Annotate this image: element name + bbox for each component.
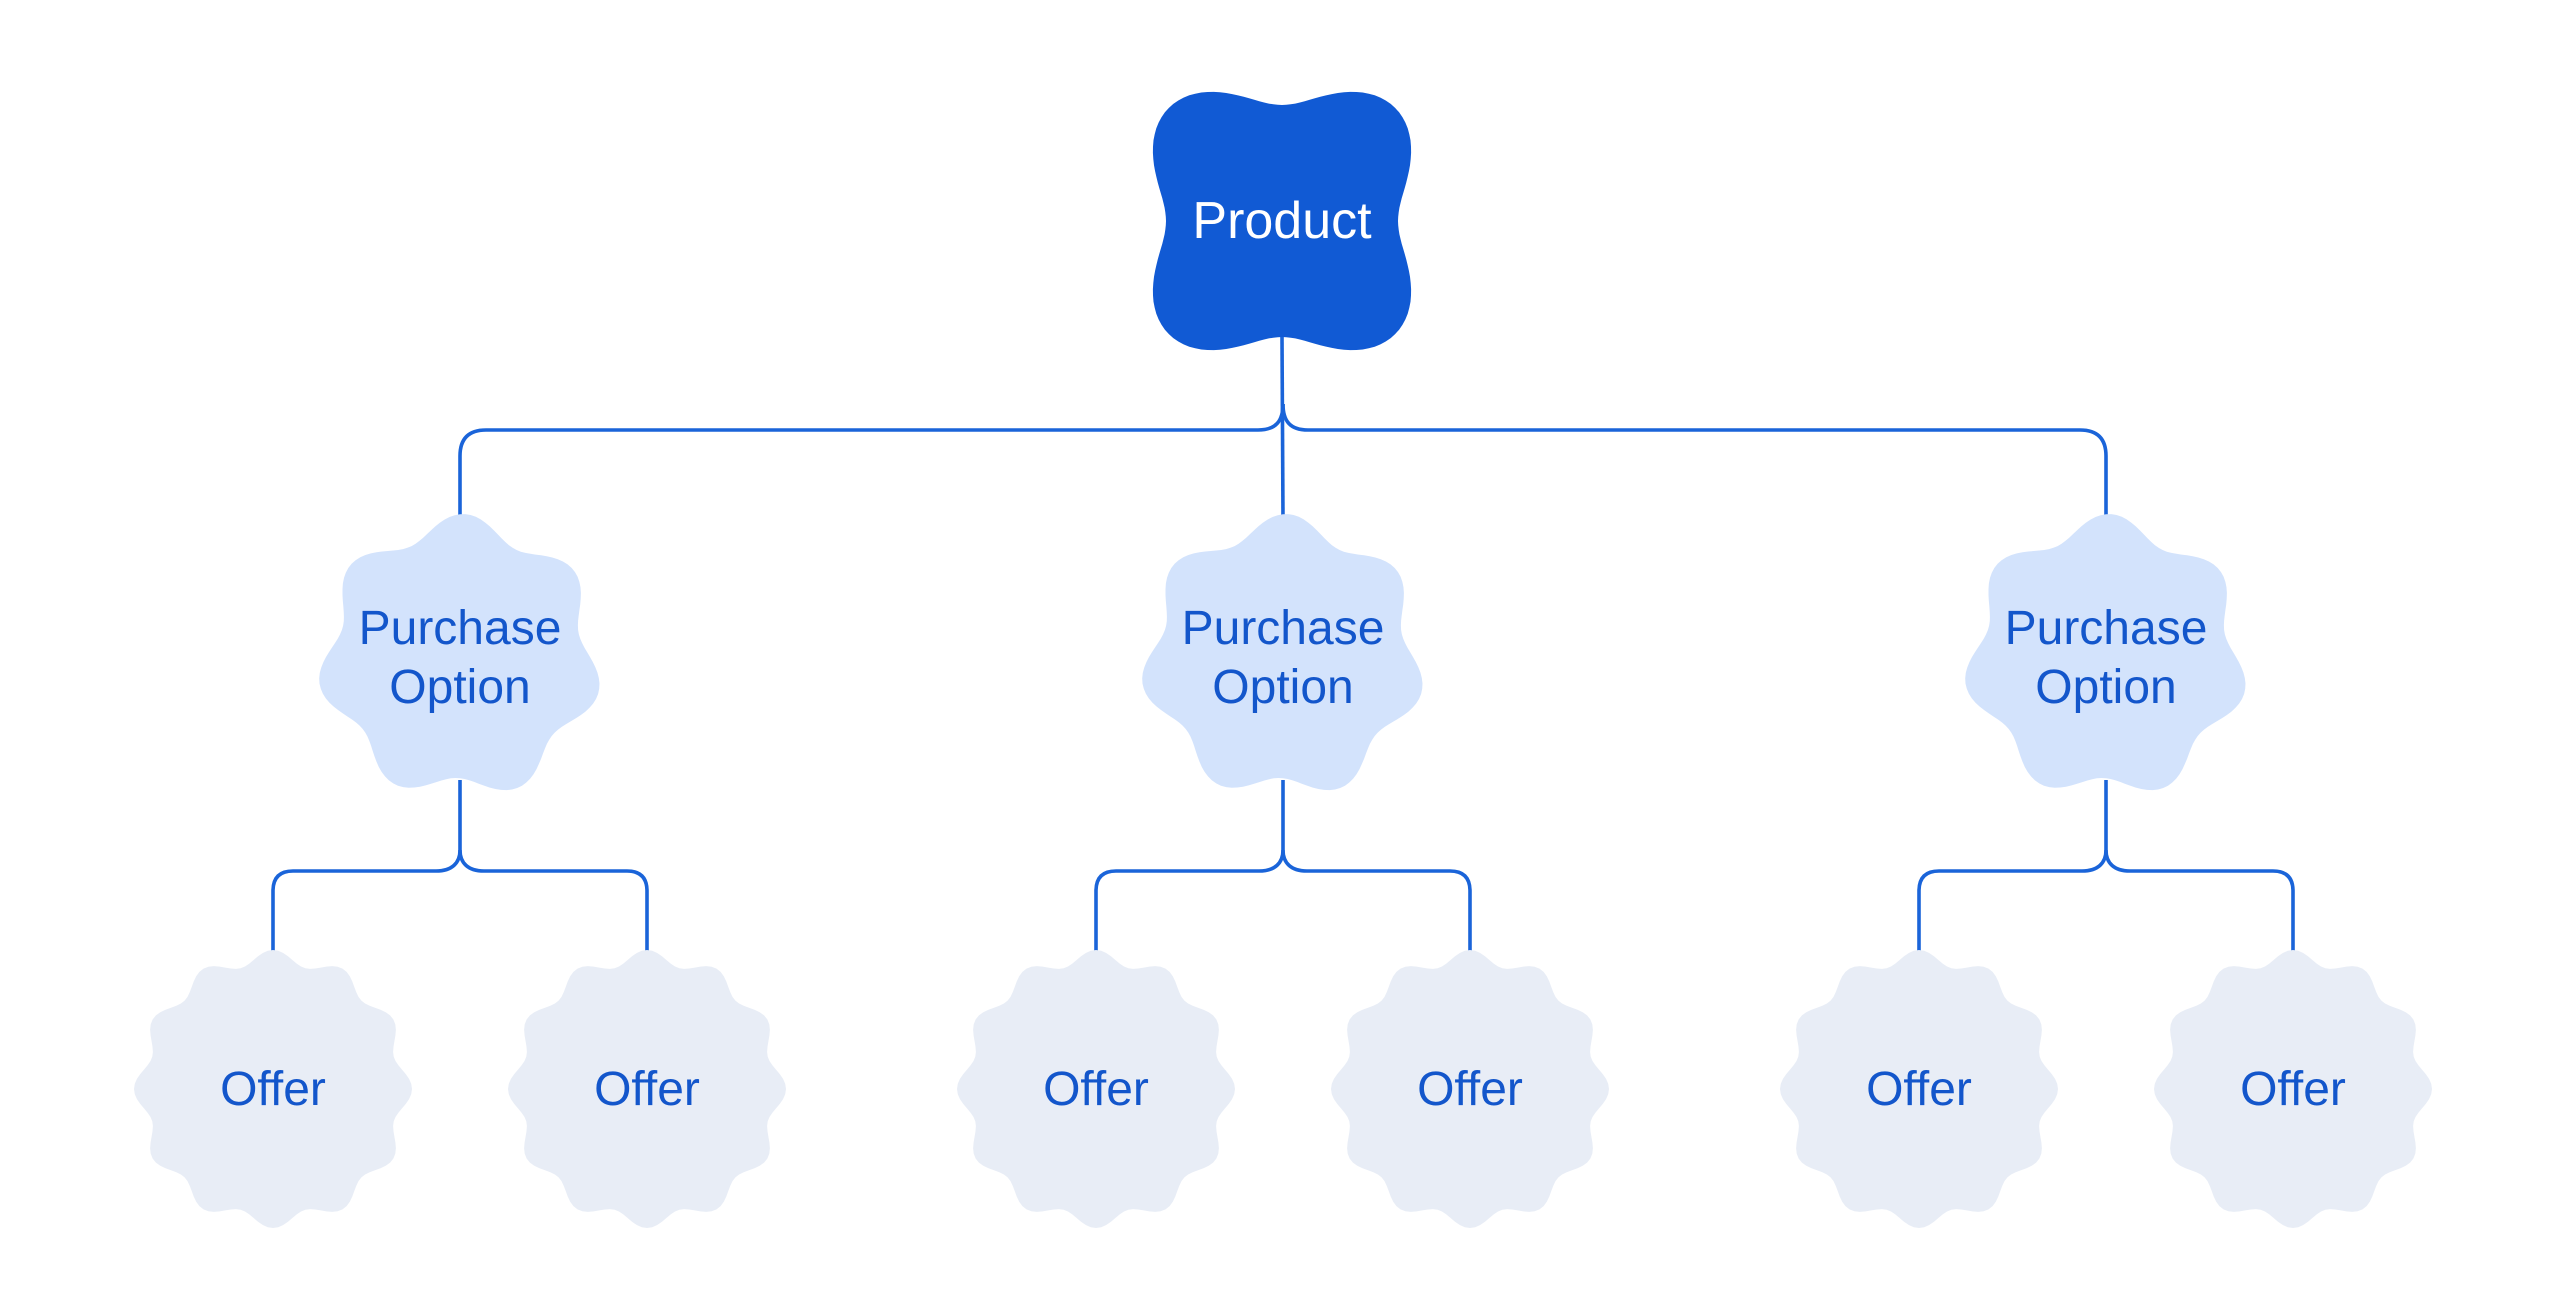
offer-node-shape xyxy=(134,950,412,1228)
purchase-option-node-shape xyxy=(1142,514,1423,791)
connector-option-2-to-offer-1 xyxy=(2104,849,2295,951)
connector-option-1-to-offer-1 xyxy=(1281,849,1472,951)
connector-root-to-option-1 xyxy=(1280,336,1285,520)
connector-option-0-to-offer-0 xyxy=(271,849,462,951)
connector-option-0-to-offer-1 xyxy=(458,849,649,951)
product-node-shape xyxy=(1152,91,1412,351)
connector-root-to-option-2 xyxy=(1281,403,2108,519)
offer-node-shape xyxy=(2154,950,2432,1228)
offer-node-shape xyxy=(1331,950,1609,1228)
connector-option-1-to-offer-0 xyxy=(1094,849,1285,951)
offer-node-shape xyxy=(508,950,786,1228)
offer-node-shape xyxy=(1780,950,2058,1228)
connector-root-to-option-0 xyxy=(458,403,1285,519)
offer-node-shape xyxy=(957,950,1235,1228)
purchase-option-node-shape xyxy=(319,514,600,791)
connector-option-2-to-offer-0 xyxy=(1917,849,2108,951)
purchase-option-node-shape xyxy=(1965,514,2246,791)
